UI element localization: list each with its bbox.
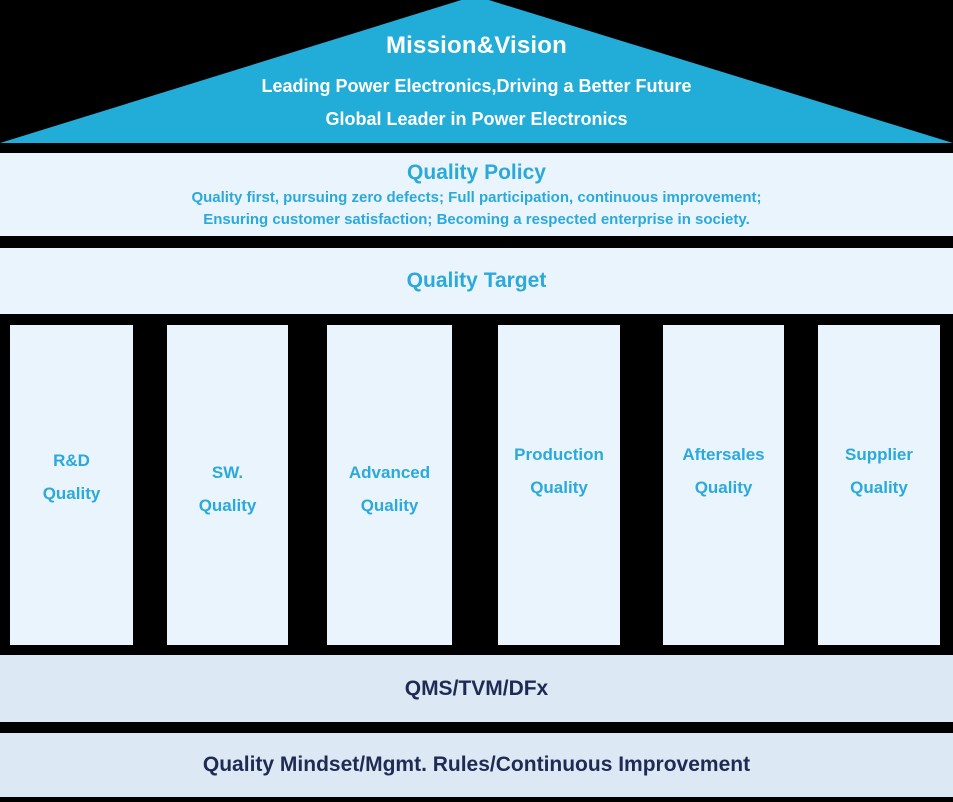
vision-statement: Global Leader in Power Electronics	[325, 109, 628, 129]
foundation-label: Quality Mindset/Mgmt. Rules/Continuous I…	[202, 753, 751, 776]
mission-vision-roof: Mission&Vision Leading Power Electronics…	[0, 0, 953, 143]
mission-statement: Leading Power Electronics,Driving a Bett…	[261, 76, 692, 96]
pillar-supplier-quality: Supplier Quality	[818, 325, 940, 645]
quality-policy-band: Quality Policy Quality first, pursuing z…	[0, 153, 953, 236]
pillar-label: Aftersales Quality	[682, 445, 765, 497]
pillar-label: R&D Quality	[42, 451, 101, 503]
quality-policy-line-1: Quality first, pursuing zero defects; Fu…	[191, 189, 762, 206]
qms-tvm-dfx-band: QMS/TVM/DFx	[0, 655, 953, 722]
qms-tvm-dfx-label: QMS/TVM/DFx	[404, 676, 549, 700]
quality-target-band: Quality Target	[0, 248, 953, 314]
quality-policy-line-2: Ensuring customer satisfaction; Becoming…	[203, 211, 750, 228]
pillar-label: Production Quality	[514, 445, 604, 497]
quality-policy-title: Quality Policy	[407, 161, 546, 184]
pillar-sw-quality: SW. Quality	[167, 325, 288, 645]
pillar-label: SW. Quality	[198, 463, 257, 515]
pillar-production-quality: Production Quality	[498, 325, 620, 645]
pillar-advanced-quality: Advanced Quality	[327, 325, 452, 645]
foundation-band: Quality Mindset/Mgmt. Rules/Continuous I…	[0, 733, 953, 797]
pillar-aftersales-quality: Aftersales Quality	[663, 325, 784, 645]
quality-pillars: R&D Quality SW. Quality Advanced Quality…	[0, 325, 953, 645]
pillar-rd-quality: R&D Quality	[10, 325, 133, 645]
quality-target-title: Quality Target	[406, 269, 547, 292]
mission-vision-title: Mission&Vision	[385, 32, 568, 59]
pillar-label: Supplier Quality	[844, 445, 913, 497]
pillar-label: Advanced Quality	[348, 463, 431, 515]
